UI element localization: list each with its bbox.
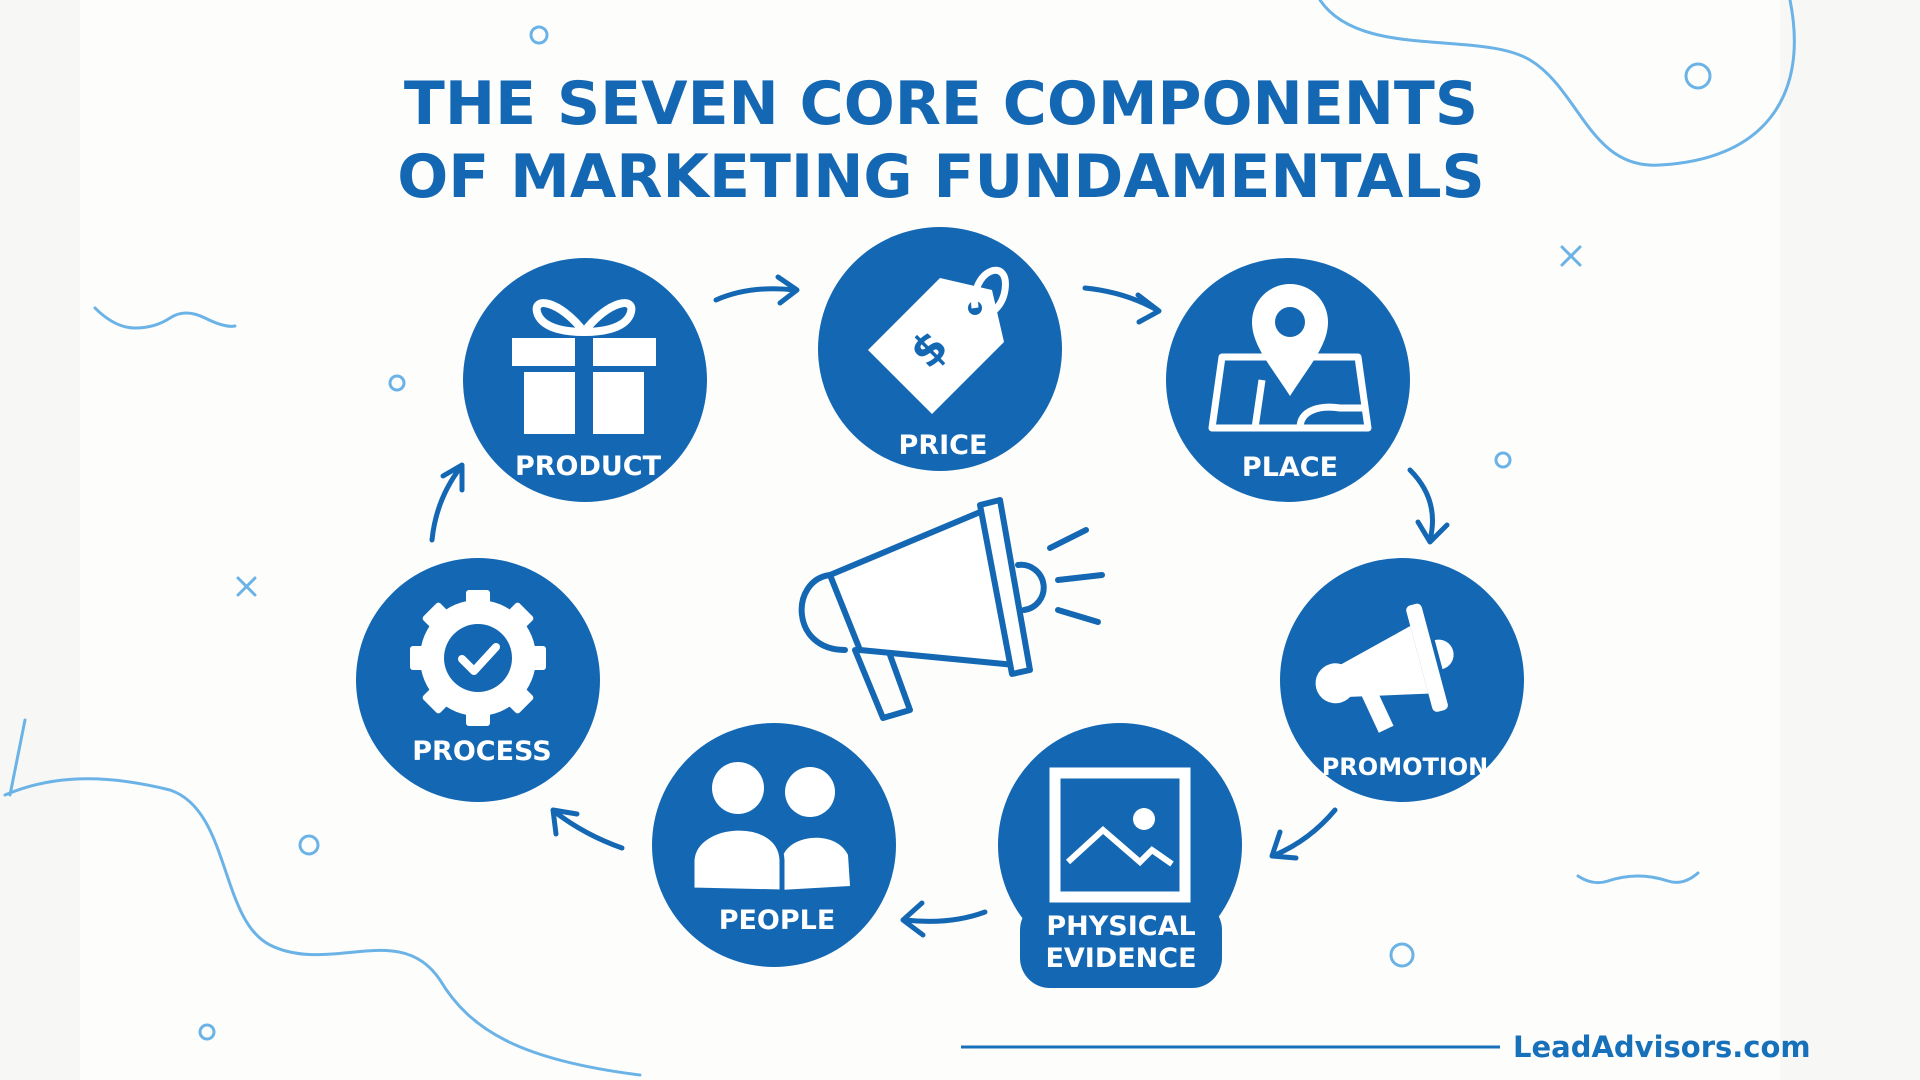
people-icon (689, 762, 850, 895)
component-product: PRODUCT (463, 258, 707, 502)
physical-label-line-1: PHYSICAL (1046, 911, 1195, 942)
cross-icon (1560, 245, 1582, 267)
physical-label-line-2: EVIDENCE (1045, 943, 1196, 974)
decorations (3, 0, 1796, 1077)
title-line-2: OF MARKETING FUNDAMENTALS (397, 142, 1485, 212)
component-place: PLACE (1166, 258, 1410, 502)
component-price: $ PRICE (818, 227, 1062, 471)
component-promotion: PROMOTION (1280, 558, 1524, 802)
component-people: PEOPLE (652, 723, 896, 967)
center-megaphone-icon (798, 497, 1105, 721)
place-label: PLACE (1242, 452, 1338, 483)
product-label: PRODUCT (515, 451, 662, 482)
gear-check-icon (410, 590, 546, 726)
cycle-arrows (429, 274, 1450, 938)
gift-icon (512, 299, 656, 434)
cross-icon (236, 576, 257, 597)
promotion-label: PROMOTION (1322, 753, 1489, 781)
image-icon (1049, 767, 1191, 903)
footer-brand-link[interactable]: LeadAdvisors.com (1513, 1030, 1811, 1064)
component-physical-evidence: PHYSICAL EVIDENCE (998, 723, 1242, 988)
process-label: PROCESS (412, 736, 551, 767)
map-pin-icon (1208, 284, 1372, 432)
price-label: PRICE (899, 430, 988, 461)
price-tag-icon: $ (868, 266, 1009, 414)
people-label: PEOPLE (719, 905, 836, 936)
component-process: PROCESS (356, 558, 600, 802)
megaphone-icon (1315, 603, 1454, 733)
title-line-1: THE SEVEN CORE COMPONENTS (404, 69, 1478, 139)
